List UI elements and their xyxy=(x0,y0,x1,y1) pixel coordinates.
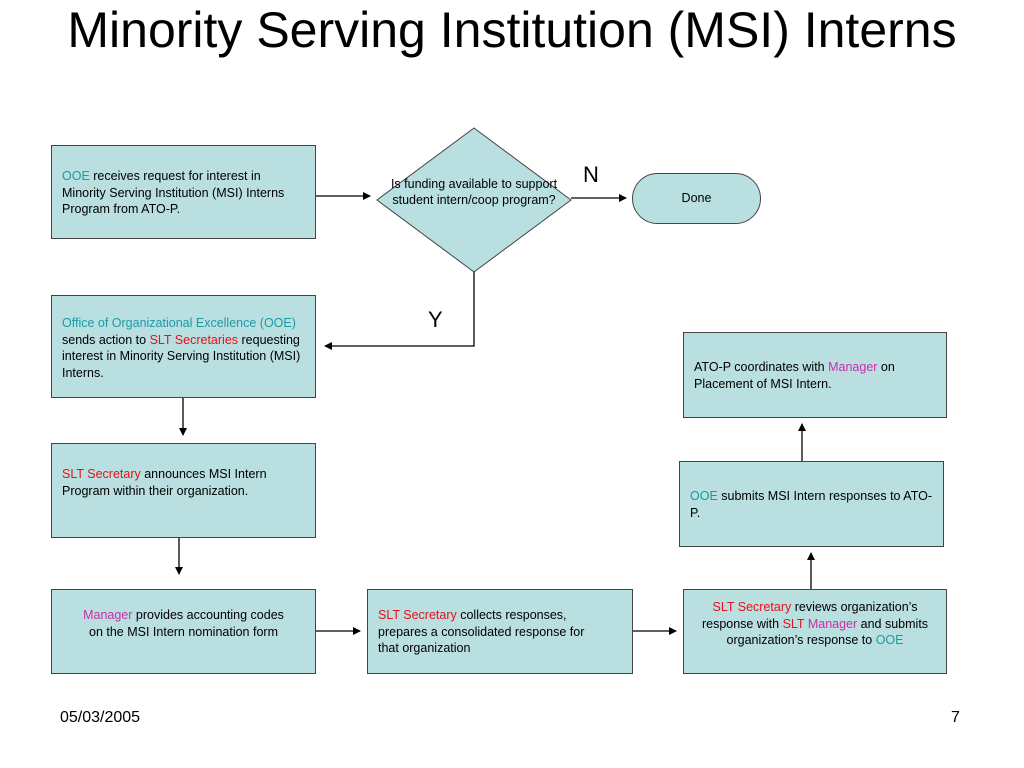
step-manager-codes: Manager provides accounting codes on the… xyxy=(51,589,316,674)
step-coordinates: ATO-P coordinates with Manager on Placem… xyxy=(683,332,947,418)
label-yes: Y xyxy=(428,307,443,332)
ooe-full-label: Office of Organizational Excellence (OOE… xyxy=(62,316,296,330)
step-text-2: on Placement of MSI Intern. xyxy=(694,360,895,391)
slt-label: SLT Secretary xyxy=(62,467,141,481)
step-text: receives request for interest in Minorit… xyxy=(62,169,285,216)
step-collects-responses: SLT Secretary collects responses, prepar… xyxy=(367,589,633,674)
ooe-label: OOE xyxy=(62,169,90,183)
step-announce: SLT Secretary announces MSI Intern Progr… xyxy=(51,443,316,538)
ooe-label: OOE xyxy=(690,489,718,503)
slt-label: SLT Secretary xyxy=(378,608,457,622)
manager-label: Manager xyxy=(83,608,133,622)
page-number: 7 xyxy=(951,709,960,726)
step-sends-action: Office of Organizational Excellence (OOE… xyxy=(51,295,316,398)
page-title: Minority Serving Institution (MSI) Inter… xyxy=(67,2,957,58)
slt-label: SLT Secretaries xyxy=(149,332,239,347)
step-receive-request: OOE receives request for interest in Min… xyxy=(51,145,316,239)
step-text-1: ATO-P coordinates with xyxy=(694,360,829,374)
label-no: N xyxy=(583,162,599,187)
decision-text: Is funding available to support student … xyxy=(390,177,558,207)
done-terminator: Done xyxy=(632,173,761,224)
step-text: submits MSI Intern responses to ATO-P. xyxy=(690,489,932,520)
step-submits-responses: OOE submits MSI Intern responses to ATO-… xyxy=(679,461,944,547)
step-text-1: sends action to xyxy=(62,316,303,347)
step-text-2: and submits organization’s response to xyxy=(726,616,929,648)
arrow-decision-to-sends xyxy=(324,272,475,350)
footer-date: 05/03/2005 xyxy=(60,709,141,726)
step-text-1: reviews organization’s response with xyxy=(701,600,918,631)
step-text: provides accounting codes on the MSI Int… xyxy=(89,608,284,639)
manager-label: Manager xyxy=(828,360,878,374)
slt-label: SLT Secretary xyxy=(712,600,792,614)
step-text: collects responses, prepares a consolida… xyxy=(378,608,585,655)
ooe-label: OOE xyxy=(875,633,904,647)
step-text: announces MSI Intern Program within thei… xyxy=(62,467,267,498)
slt-label-2: SLT xyxy=(782,616,805,631)
done-label: Done xyxy=(681,191,712,205)
step-text-2: requesting interest in Minority Serving … xyxy=(62,332,301,380)
manager-label: Manager xyxy=(807,616,858,631)
step-reviews: SLT Secretary reviews organization’s res… xyxy=(683,589,947,674)
